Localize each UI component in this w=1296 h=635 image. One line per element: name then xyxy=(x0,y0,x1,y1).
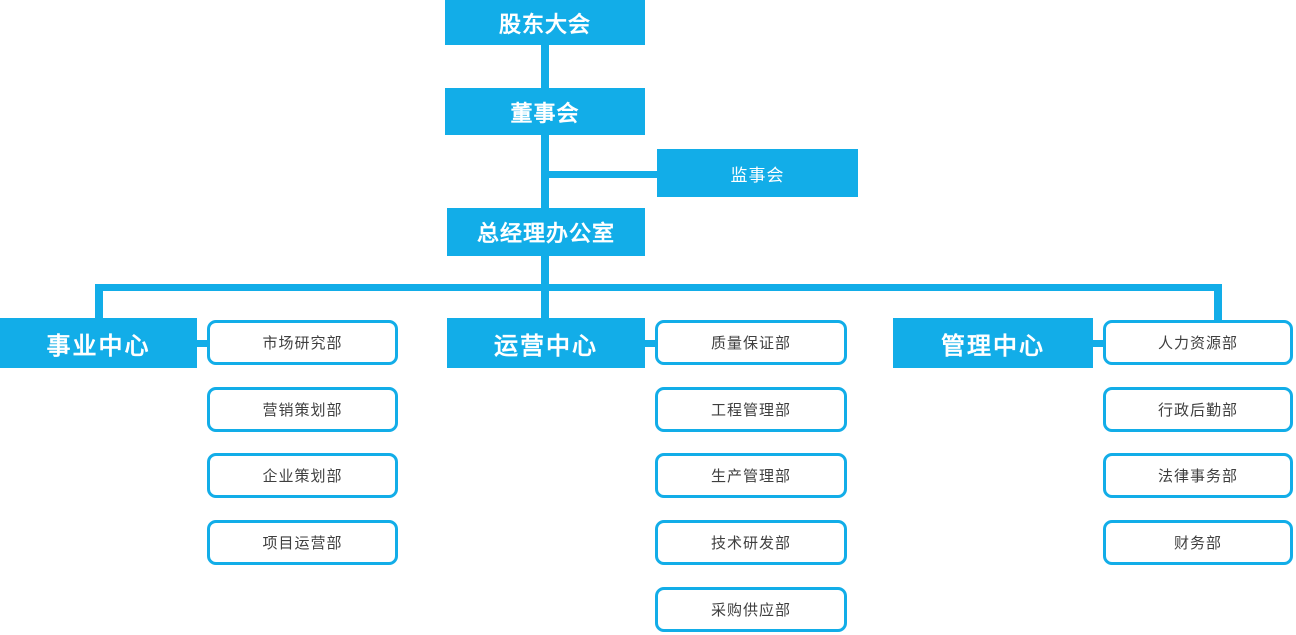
node-dept-legal-affairs: 法律事务部 xyxy=(1103,453,1293,498)
node-dept-human-resources: 人力资源部 xyxy=(1103,320,1293,365)
node-business-center: 事业中心 xyxy=(0,318,197,368)
node-dept-admin-logistics: 行政后勤部 xyxy=(1103,387,1293,432)
node-dept-enterprise-planning: 企业策划部 xyxy=(207,453,398,498)
node-shareholders-meeting: 股东大会 xyxy=(445,0,645,45)
connector-business-to-dept xyxy=(197,340,207,347)
node-dept-production-management: 生产管理部 xyxy=(655,453,847,498)
connector-management-to-dept xyxy=(1093,340,1103,347)
connector-branch-supervisory xyxy=(545,171,657,178)
connector-root-board xyxy=(541,44,549,88)
connector-main-horizontal xyxy=(95,284,1222,291)
node-operations-center: 运营中心 xyxy=(447,318,645,368)
node-board-of-directors: 董事会 xyxy=(445,88,645,135)
node-management-center: 管理中心 xyxy=(893,318,1093,368)
connector-drop-hr-dept xyxy=(1214,284,1222,320)
node-dept-market-research: 市场研究部 xyxy=(207,320,398,365)
connector-operations-to-dept xyxy=(645,340,655,347)
node-dept-engineering-management: 工程管理部 xyxy=(655,387,847,432)
node-supervisory-board: 监事会 xyxy=(657,149,858,197)
connector-drop-business-center xyxy=(95,284,103,318)
node-gm-office: 总经理办公室 xyxy=(447,208,645,256)
node-dept-tech-rnd: 技术研发部 xyxy=(655,520,847,565)
node-dept-project-operations: 项目运营部 xyxy=(207,520,398,565)
node-dept-quality-assurance: 质量保证部 xyxy=(655,320,847,365)
node-dept-finance: 财务部 xyxy=(1103,520,1293,565)
node-dept-procurement-supply: 采购供应部 xyxy=(655,587,847,632)
node-dept-marketing-planning: 营销策划部 xyxy=(207,387,398,432)
